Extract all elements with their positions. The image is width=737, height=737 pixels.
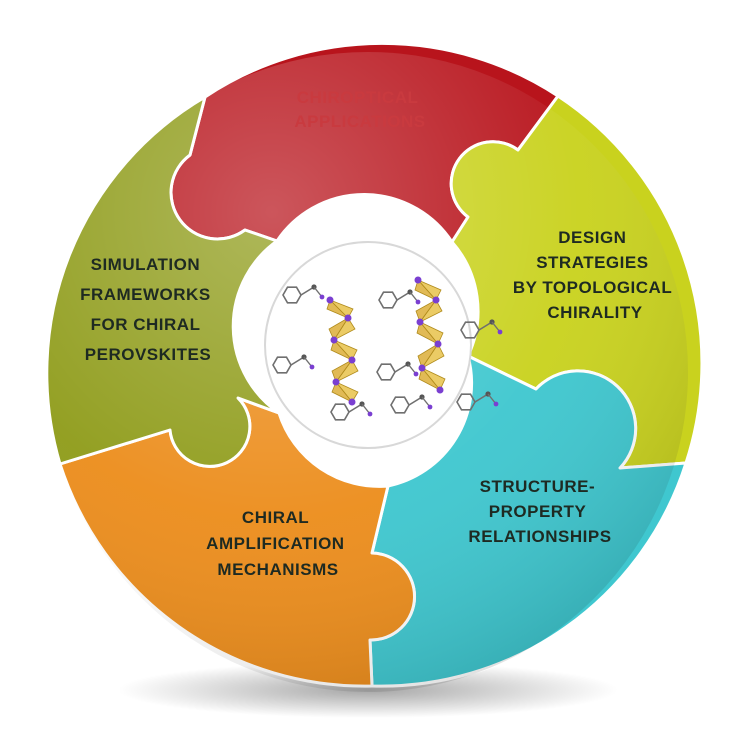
octahedron [416,321,439,345]
octahedron [331,359,353,383]
nitrogen-atom [493,401,499,407]
nitrogen-atom [415,299,421,305]
octahedron [326,299,349,319]
label-line: STRUCTURE- [480,477,596,496]
label-simulation-frameworks: SIMULATION FRAMEWORKS FOR CHIRAL PEROVSK… [80,255,216,364]
label-line: PROPERTY [489,502,587,521]
octahedron [417,343,439,369]
label-structure-property: STRUCTURE- PROPERTY RELATIONSHIPS [468,477,611,546]
octahedron [418,367,441,391]
organic-ring [272,356,292,374]
octahedron [330,339,353,361]
nitrogen-atom [367,411,373,417]
iodide-atom [332,378,340,386]
label-chiroptical-applications: CHIROPTICAL APPLICATIONS [294,88,425,131]
label-line: STRATEGIES [536,253,648,272]
label-line: PEROVSKITES [85,345,211,364]
label-line: MECHANISMS [217,560,338,579]
label-line: SIMULATION [91,255,201,274]
nitrogen-atom [427,404,433,410]
label-line: CHIRALITY [547,303,642,322]
label-line: RELATIONSHIPS [468,527,611,546]
iodide-atom [348,356,356,364]
nitrogen-atom [497,329,503,335]
label-line: DESIGN [558,228,626,247]
nitrogen-atom [413,371,419,377]
label-line: FRAMEWORKS [80,285,211,304]
organic-ring [460,321,480,339]
label-line: APPLICATIONS [294,112,425,131]
octahedron [328,317,349,341]
octahedron [414,279,437,301]
nitrogen-atom [319,294,325,300]
iodide-atom [414,276,422,284]
iodide-atom [326,296,334,304]
label-design-strategies: DESIGN STRATEGIES BY TOPOLOGICAL CHIRALI… [513,228,677,322]
iodide-atom [436,386,444,394]
organic-ring [376,363,396,381]
iodide-atom [432,296,440,304]
perovskite-structure-illustration [272,276,503,421]
label-line: CHIROPTICAL [297,88,418,107]
label-line: FOR CHIRAL [91,315,201,334]
octahedron [415,299,437,323]
segment-labels: CHIROPTICAL APPLICATIONS DESIGN STRATEGI… [80,88,677,579]
nitrogen-atom [309,364,315,370]
label-line: CHIRAL [242,508,309,527]
iodide-atom [348,398,356,406]
organic-ring [456,393,476,411]
label-line: AMPLIFICATION [206,534,344,553]
octahedron [331,381,353,403]
organic-ring [282,286,302,304]
iodide-atom [416,318,424,326]
label-chiral-amplification: CHIRAL AMPLIFICATION MECHANISMS [206,508,350,579]
organic-ring [378,291,398,309]
organic-ring [390,396,410,414]
iodide-atom [344,314,352,322]
label-line: BY TOPOLOGICAL [513,278,672,297]
iodide-atom [330,336,338,344]
organic-ring [330,403,350,421]
iodide-atom [434,340,442,348]
iodide-atom [418,364,426,372]
